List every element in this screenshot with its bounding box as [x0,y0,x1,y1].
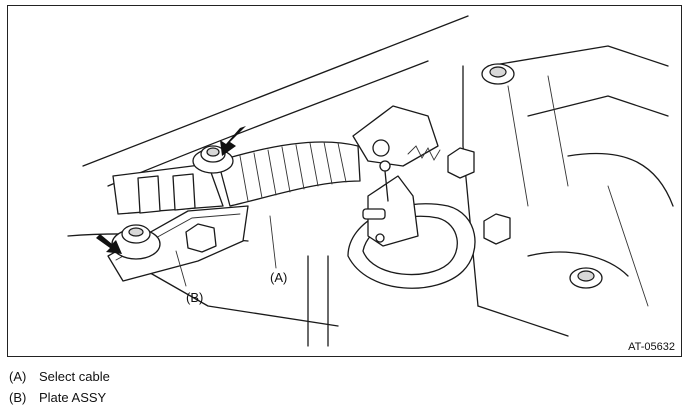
plate-assy [107,145,249,282]
legend-key: (A) [9,369,27,384]
legend: (A) Select cable (B) Plate ASSY [9,366,110,408]
legend-label: Plate ASSY [39,390,107,405]
legend-label: Select cable [39,369,110,384]
housing-bolt-mid [447,147,511,245]
select-lever-assembly [347,105,476,289]
callout-b: (B) [186,290,203,305]
plate-bolt-left [111,224,161,260]
legend-item: (B) Plate ASSY [9,387,110,408]
legend-key: (B) [9,390,27,405]
select-cable [112,141,361,215]
plate-nut-center [185,223,217,253]
housing-bolt-top [481,63,515,85]
leader-line-a [269,215,277,269]
leader-line-b [175,250,187,287]
arrow-upper [220,126,246,156]
housing-outline [67,15,674,347]
reference-code: AT-05632 [628,341,675,353]
diagram-frame: (A) (B) AT-05632 [7,5,682,357]
callout-a: (A) [270,270,287,285]
arrow-lower [96,234,122,254]
transmission-illustration: (A) (B) [67,15,674,347]
legend-item: (A) Select cable [9,366,110,387]
housing-bolt-right [569,267,603,289]
